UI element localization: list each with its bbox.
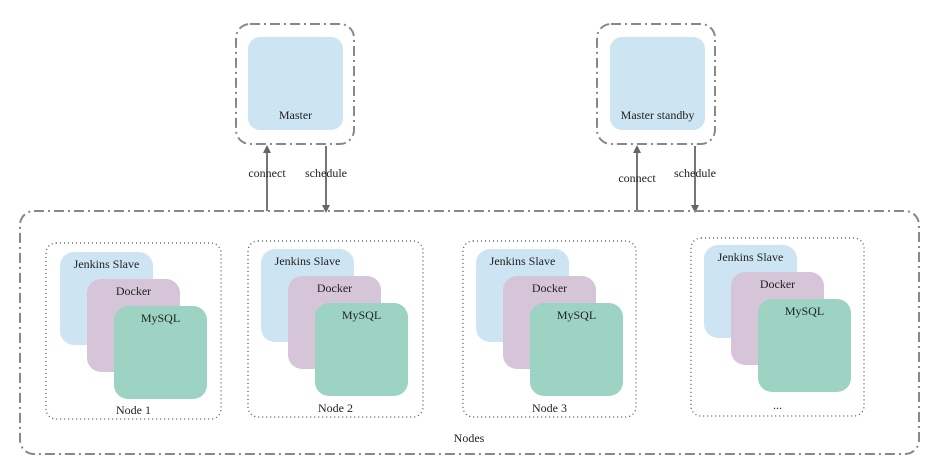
master-box[interactable] xyxy=(248,37,343,130)
nodes-group-label: Nodes xyxy=(454,431,485,445)
node-3-docker-label: Docker xyxy=(532,281,567,295)
node-1-border xyxy=(45,242,222,420)
node-1-label: Node 1 xyxy=(116,403,151,417)
node-3-border xyxy=(462,240,637,418)
node-1-mysql-label: MySQL xyxy=(141,311,180,325)
node-3-label: Node 3 xyxy=(532,401,567,415)
node-2-jenkins-slave-label: Jenkins Slave xyxy=(275,254,341,268)
master-standby-group-border xyxy=(596,23,716,145)
master-links: connect schedule connect schedule xyxy=(248,145,716,213)
connect-label-master: connect xyxy=(248,166,286,180)
node-4-mysql-box[interactable] xyxy=(758,299,851,392)
node-4-label: ... xyxy=(773,398,782,412)
node-3-mysql-label: MySQL xyxy=(557,308,596,322)
node-4-mysql-label: MySQL xyxy=(785,304,824,318)
node-2-mysql-label: MySQL xyxy=(342,308,381,322)
node-3[interactable]: Jenkins Slave Docker MySQL Node 3 xyxy=(462,240,637,418)
node-4-border xyxy=(690,237,865,417)
schedule-label-standby: schedule xyxy=(674,166,716,180)
master-standby-box[interactable] xyxy=(610,37,705,130)
master-standby-label: Master standby xyxy=(621,108,695,122)
nodes-group-border xyxy=(19,210,920,455)
master-standby-group: Master standby xyxy=(596,23,716,145)
node-2[interactable]: Jenkins Slave Docker MySQL Node 2 xyxy=(247,240,424,418)
node-1-docker-label: Docker xyxy=(116,284,151,298)
node-1[interactable]: Jenkins Slave Docker MySQL Node 1 xyxy=(45,242,222,420)
node-2-border xyxy=(247,240,424,418)
node-3-jenkins-slave-label: Jenkins Slave xyxy=(490,254,556,268)
master-group: Master xyxy=(235,23,355,145)
node-2-docker-label: Docker xyxy=(317,281,352,295)
node-4-jenkins-slave-label: Jenkins Slave xyxy=(718,250,784,264)
node-1-jenkins-slave-label: Jenkins Slave xyxy=(74,257,140,271)
node-3-mysql-box[interactable] xyxy=(530,303,623,396)
node-1-mysql-box[interactable] xyxy=(114,306,207,399)
master-group-border xyxy=(235,23,355,145)
schedule-label-master: schedule xyxy=(305,166,347,180)
master-label: Master xyxy=(279,108,312,122)
node-4[interactable]: Jenkins Slave Docker MySQL ... xyxy=(690,237,865,417)
connect-label-standby: connect xyxy=(618,171,656,185)
node-2-mysql-box[interactable] xyxy=(315,303,408,396)
node-4-docker-label: Docker xyxy=(760,277,795,291)
node-2-label: Node 2 xyxy=(318,401,353,415)
